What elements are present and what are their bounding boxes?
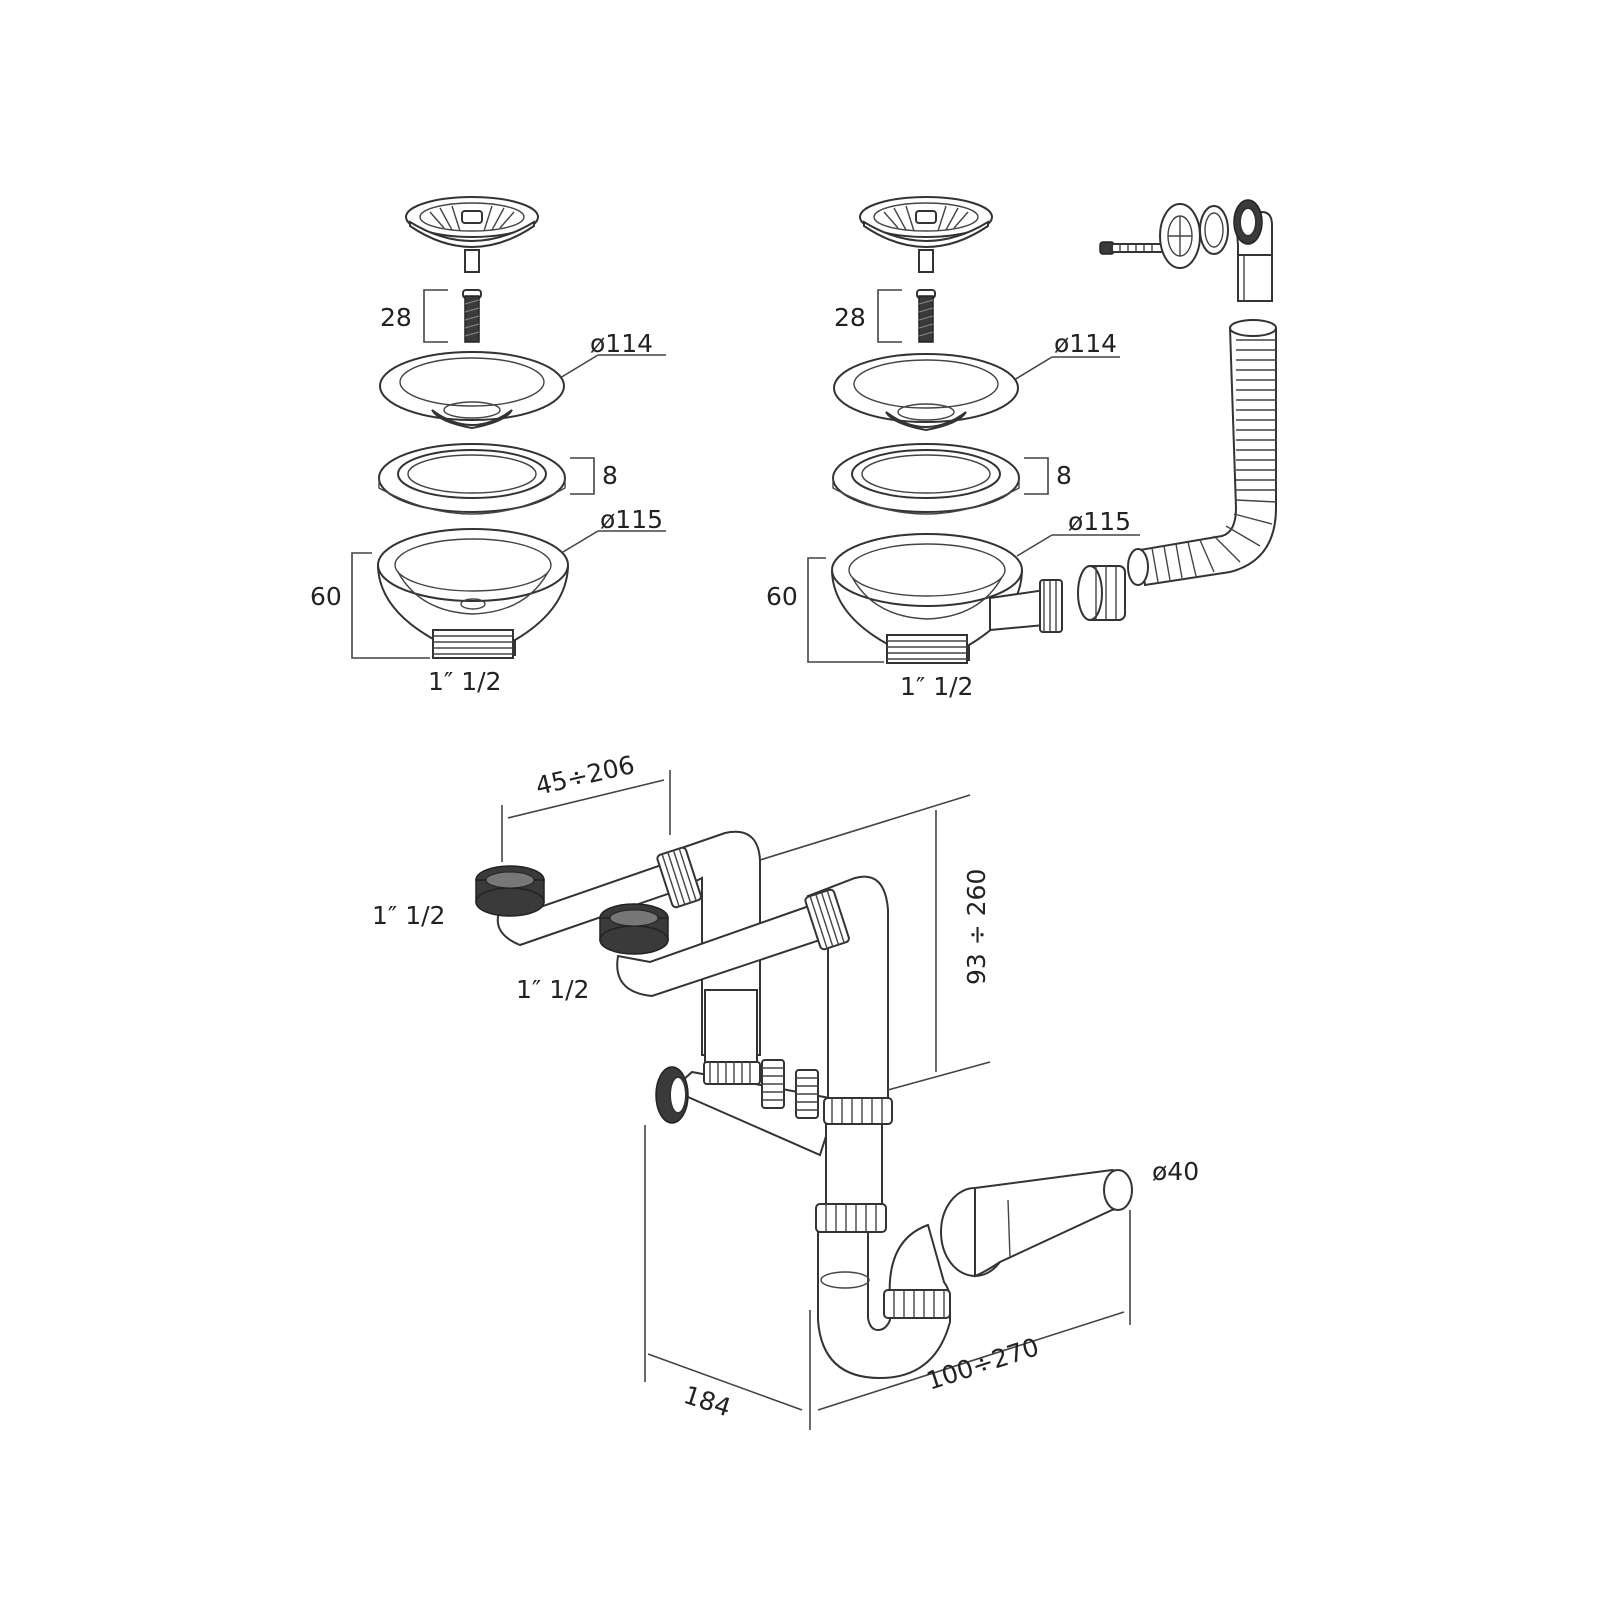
left-dimensions: 28 ø114 8 ø115 60 1″ 1/2 (310, 289, 666, 696)
right-dimensions: 28 ø114 8 ø115 60 1″ 1/2 (766, 289, 1140, 701)
right-diameter-115-label: ø115 (1068, 507, 1131, 536)
left-strainer-basket (405, 196, 539, 273)
left-flange (379, 351, 565, 430)
right-strainer-basket (859, 196, 993, 273)
right-height-8-label: 8 (1056, 461, 1072, 490)
outlet-diameter-label: ø40 (1152, 1157, 1199, 1186)
siphon-inlet-2-arm (616, 875, 889, 1111)
right-gasket (832, 443, 1020, 515)
inlet-2-thread-label: 1″ 1/2 (516, 975, 589, 1004)
overflow-kit (1077, 199, 1277, 621)
right-height-28-label: 28 (834, 303, 866, 332)
left-height-60-label: 60 (310, 582, 342, 611)
siphon-inlet-1-nut (475, 865, 545, 917)
left-diameter-114-label: ø114 (590, 329, 653, 358)
left-diameter-115-label: ø115 (600, 505, 663, 534)
left-height-8-label: 8 (602, 461, 618, 490)
inlet-1-thread-label: 1″ 1/2 (372, 901, 445, 930)
right-flange (833, 353, 1019, 432)
siphon-outlet (940, 1168, 1133, 1278)
height-range-label: 93 ÷ 260 (962, 869, 991, 985)
double-siphon (475, 830, 1133, 1380)
offset-range-label: 45÷206 (533, 750, 637, 801)
right-diameter-114-label: ø114 (1054, 329, 1117, 358)
overflow-union-nut (1077, 565, 1126, 621)
left-thread-label: 1″ 1/2 (428, 667, 501, 696)
left-strainer-assembly (376, 196, 570, 659)
depth-label: 184 (680, 1380, 734, 1422)
overflow-bolt (1099, 241, 1163, 255)
left-gasket (378, 443, 566, 515)
overflow-elbow (1233, 199, 1273, 302)
right-strainer-assembly (830, 196, 1063, 664)
right-height-60-label: 60 (766, 582, 798, 611)
left-height-28-label: 28 (380, 303, 412, 332)
left-screw (462, 289, 482, 343)
siphon-trap (817, 1223, 952, 1380)
siphon-spigots (761, 1059, 819, 1119)
right-strainer-body (830, 533, 1063, 664)
overflow-hose (1127, 319, 1277, 587)
overflow-cover (1159, 203, 1201, 269)
right-screw (916, 289, 936, 343)
right-thread-label: 1″ 1/2 (900, 672, 973, 701)
siphon-inlet-2-nut (599, 903, 669, 955)
left-strainer-body (376, 528, 570, 659)
